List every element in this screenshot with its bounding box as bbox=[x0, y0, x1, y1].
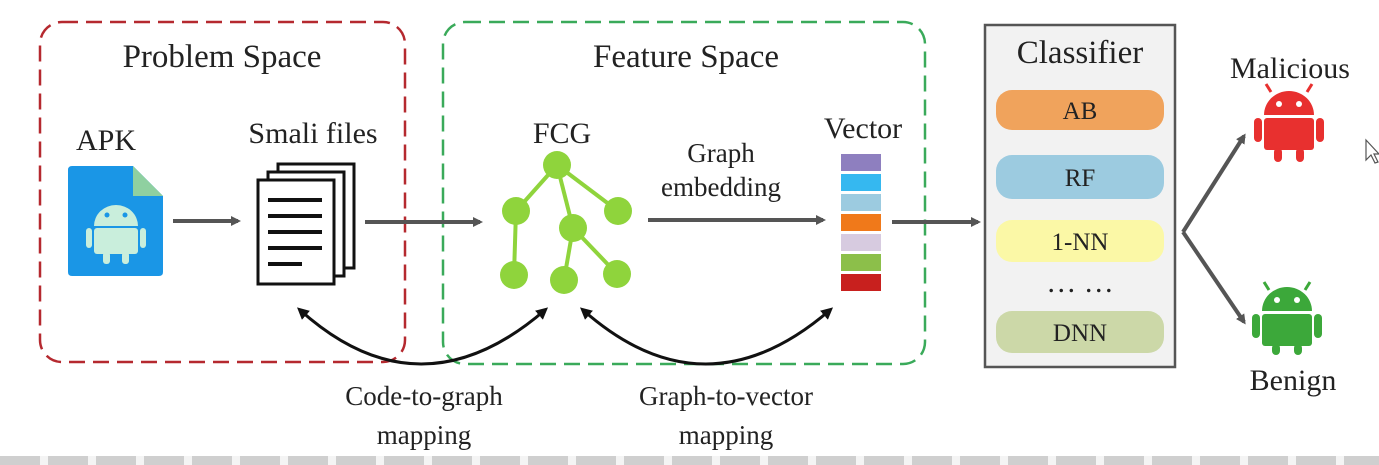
android-icon bbox=[86, 205, 146, 264]
vector-label: Vector bbox=[824, 112, 902, 145]
feature-vector bbox=[841, 154, 881, 291]
graph-to-vector-label-1: Graph-to-vector bbox=[639, 381, 813, 411]
apk-file-icon bbox=[68, 166, 163, 276]
benign-android-icon bbox=[1252, 281, 1322, 355]
classifier-dnn-label: DNN bbox=[1053, 320, 1107, 347]
vector-segment bbox=[841, 254, 881, 271]
code-to-graph-label-2: mapping bbox=[377, 420, 472, 450]
classifier-ab-pill bbox=[996, 90, 1164, 130]
mouse-cursor-icon bbox=[1365, 138, 1379, 164]
problem-space-region: Problem Space bbox=[38, 20, 407, 364]
smali-label: Smali files bbox=[248, 117, 377, 150]
output-arrows bbox=[1181, 133, 1246, 325]
classifier-dnn-pill bbox=[996, 311, 1164, 353]
fcg-label: FCG bbox=[533, 117, 591, 150]
code-to-graph-mapping-arrow bbox=[297, 307, 549, 366]
graph-embedding-label-1: Graph bbox=[687, 138, 755, 168]
problem-space-title: Problem Space bbox=[123, 39, 322, 75]
classifier-ellipsis: … … bbox=[1046, 266, 1114, 299]
feature-space-region: Feature Space bbox=[441, 20, 927, 366]
vector-segment bbox=[841, 194, 881, 211]
classifier-rf-label: RF bbox=[1065, 165, 1096, 192]
graph-to-vector-label-2: mapping bbox=[679, 420, 774, 450]
benign-label: Benign bbox=[1250, 364, 1337, 397]
vector-segment bbox=[841, 234, 881, 251]
classifier-ab-label: AB bbox=[1063, 98, 1098, 125]
apk-label: APK bbox=[76, 124, 136, 157]
fcg-graph-icon bbox=[500, 151, 632, 294]
smali-files-icon bbox=[256, 162, 356, 286]
feature-space-title: Feature Space bbox=[593, 39, 779, 75]
malicious-android-icon bbox=[1254, 83, 1324, 162]
malicious-label: Malicious bbox=[1230, 52, 1350, 85]
classifier-1nn-label: 1-NN bbox=[1052, 229, 1109, 256]
vector-segment bbox=[841, 274, 881, 291]
bottom-strip bbox=[0, 456, 1379, 465]
graph-to-vector-mapping-arrow bbox=[580, 307, 834, 366]
classifier-rf-pill bbox=[996, 155, 1164, 199]
code-to-graph-label-1: Code-to-graph bbox=[345, 381, 503, 411]
vector-segment bbox=[841, 174, 881, 191]
graph-embedding-label-2: embedding bbox=[661, 172, 781, 202]
classifier-1nn-pill bbox=[996, 220, 1164, 262]
vector-segment bbox=[841, 214, 881, 231]
classifier-box: Classifier AB RF 1-NN … … DNN bbox=[983, 23, 1177, 369]
vector-segment bbox=[841, 154, 881, 171]
classifier-title: Classifier bbox=[1017, 35, 1143, 71]
